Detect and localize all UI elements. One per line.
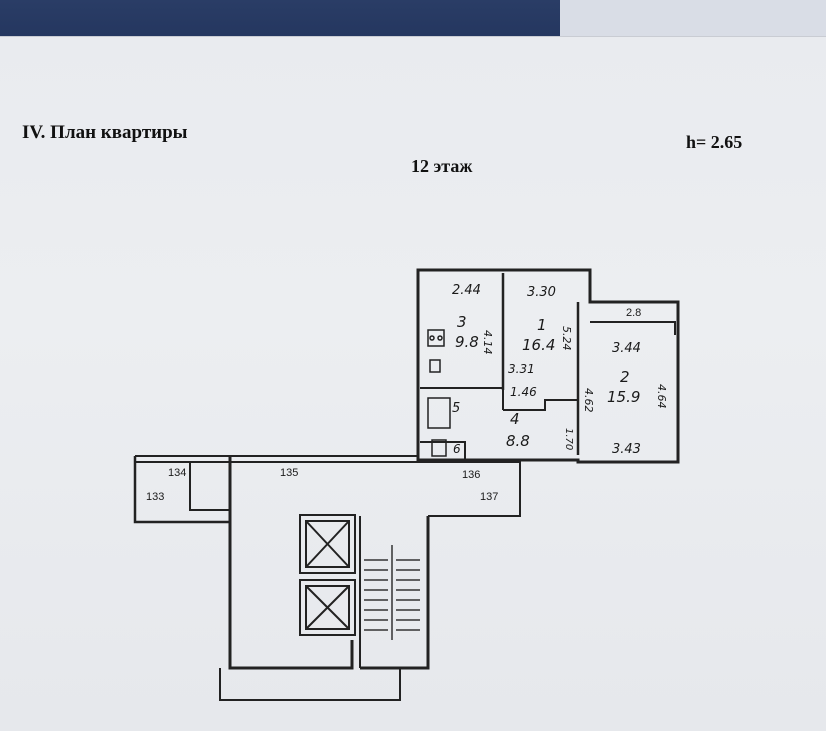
room-5-number: 5 — [452, 401, 460, 416]
room-3-dim-top: 2.44 — [452, 283, 481, 298]
room-3-number: 3 — [457, 313, 467, 331]
kitchen-fixtures — [427, 329, 445, 373]
room-134-wall — [189, 462, 230, 511]
elevator-1 — [299, 514, 356, 574]
area-137: 137 — [480, 491, 498, 503]
document-title: IV. План квартиры — [22, 122, 188, 143]
room-2-dim-top: 3.44 — [612, 341, 641, 356]
room-1-dim-inner: 3.31 — [508, 362, 535, 376]
area-135: 135 — [280, 467, 298, 479]
room-3-area: 9.8 — [455, 333, 479, 351]
staircase — [364, 545, 420, 640]
bathroom-fixtures — [427, 397, 451, 457]
area-136: 136 — [462, 469, 480, 481]
area-133: 133 — [146, 491, 164, 503]
room-6-number: 6 — [453, 442, 461, 456]
room-4-dim-top: 1.46 — [510, 385, 537, 399]
ceiling-height: h= 2.65 — [686, 132, 743, 152]
room-4-dim-side: 1.70 — [563, 428, 574, 450]
room-2-dim-left: 4.62 — [582, 388, 595, 413]
room-2-dim-bottom: 3.43 — [612, 442, 641, 457]
room-2-number: 2 — [620, 368, 630, 386]
room-4-area: 8.8 — [506, 432, 530, 450]
stair-hall-left-wall — [228, 456, 354, 670]
room-3-dim-side: 4.14 — [481, 330, 494, 355]
corridor-wall — [135, 455, 418, 463]
wall-balcony — [590, 321, 676, 335]
elevator-2 — [299, 579, 356, 636]
balcony-width: 2.8 — [626, 307, 641, 319]
area-134: 134 — [168, 467, 186, 479]
document-page — [0, 36, 826, 731]
room-137-wall — [418, 461, 521, 517]
wall-kitchen-bath — [420, 387, 504, 410]
apartment-outer-wall — [416, 268, 680, 464]
room-1-dim-top: 3.30 — [527, 285, 556, 300]
corridor-left-wall — [133, 456, 230, 524]
room-1-area: 16.4 — [522, 336, 555, 354]
room-2-area: 15.9 — [607, 388, 640, 406]
wall-hall — [503, 399, 578, 411]
room-4-number: 4 — [510, 410, 520, 428]
balcony-bottom — [219, 668, 401, 701]
room-1-number: 1 — [537, 316, 547, 334]
floor-label: 12 этаж — [411, 156, 473, 176]
wall-wc — [420, 441, 466, 460]
room-1-dim-side: 5.24 — [560, 326, 573, 351]
stair-right-wall — [360, 516, 430, 670]
room-2-dim-right: 4.64 — [655, 384, 668, 409]
